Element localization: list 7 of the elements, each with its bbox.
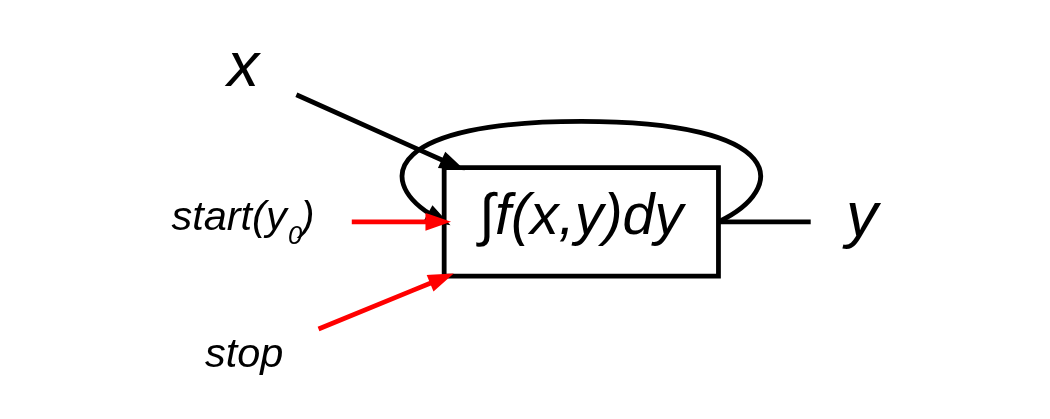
- node-text: x: [226, 28, 259, 101]
- arrow: [317, 273, 454, 332]
- arrow: [294, 92, 465, 171]
- connector: [718, 219, 811, 225]
- node-box: ∫f(x,y)dy: [441, 165, 721, 279]
- arrow: [351, 212, 451, 231]
- node-text: stop: [204, 329, 283, 377]
